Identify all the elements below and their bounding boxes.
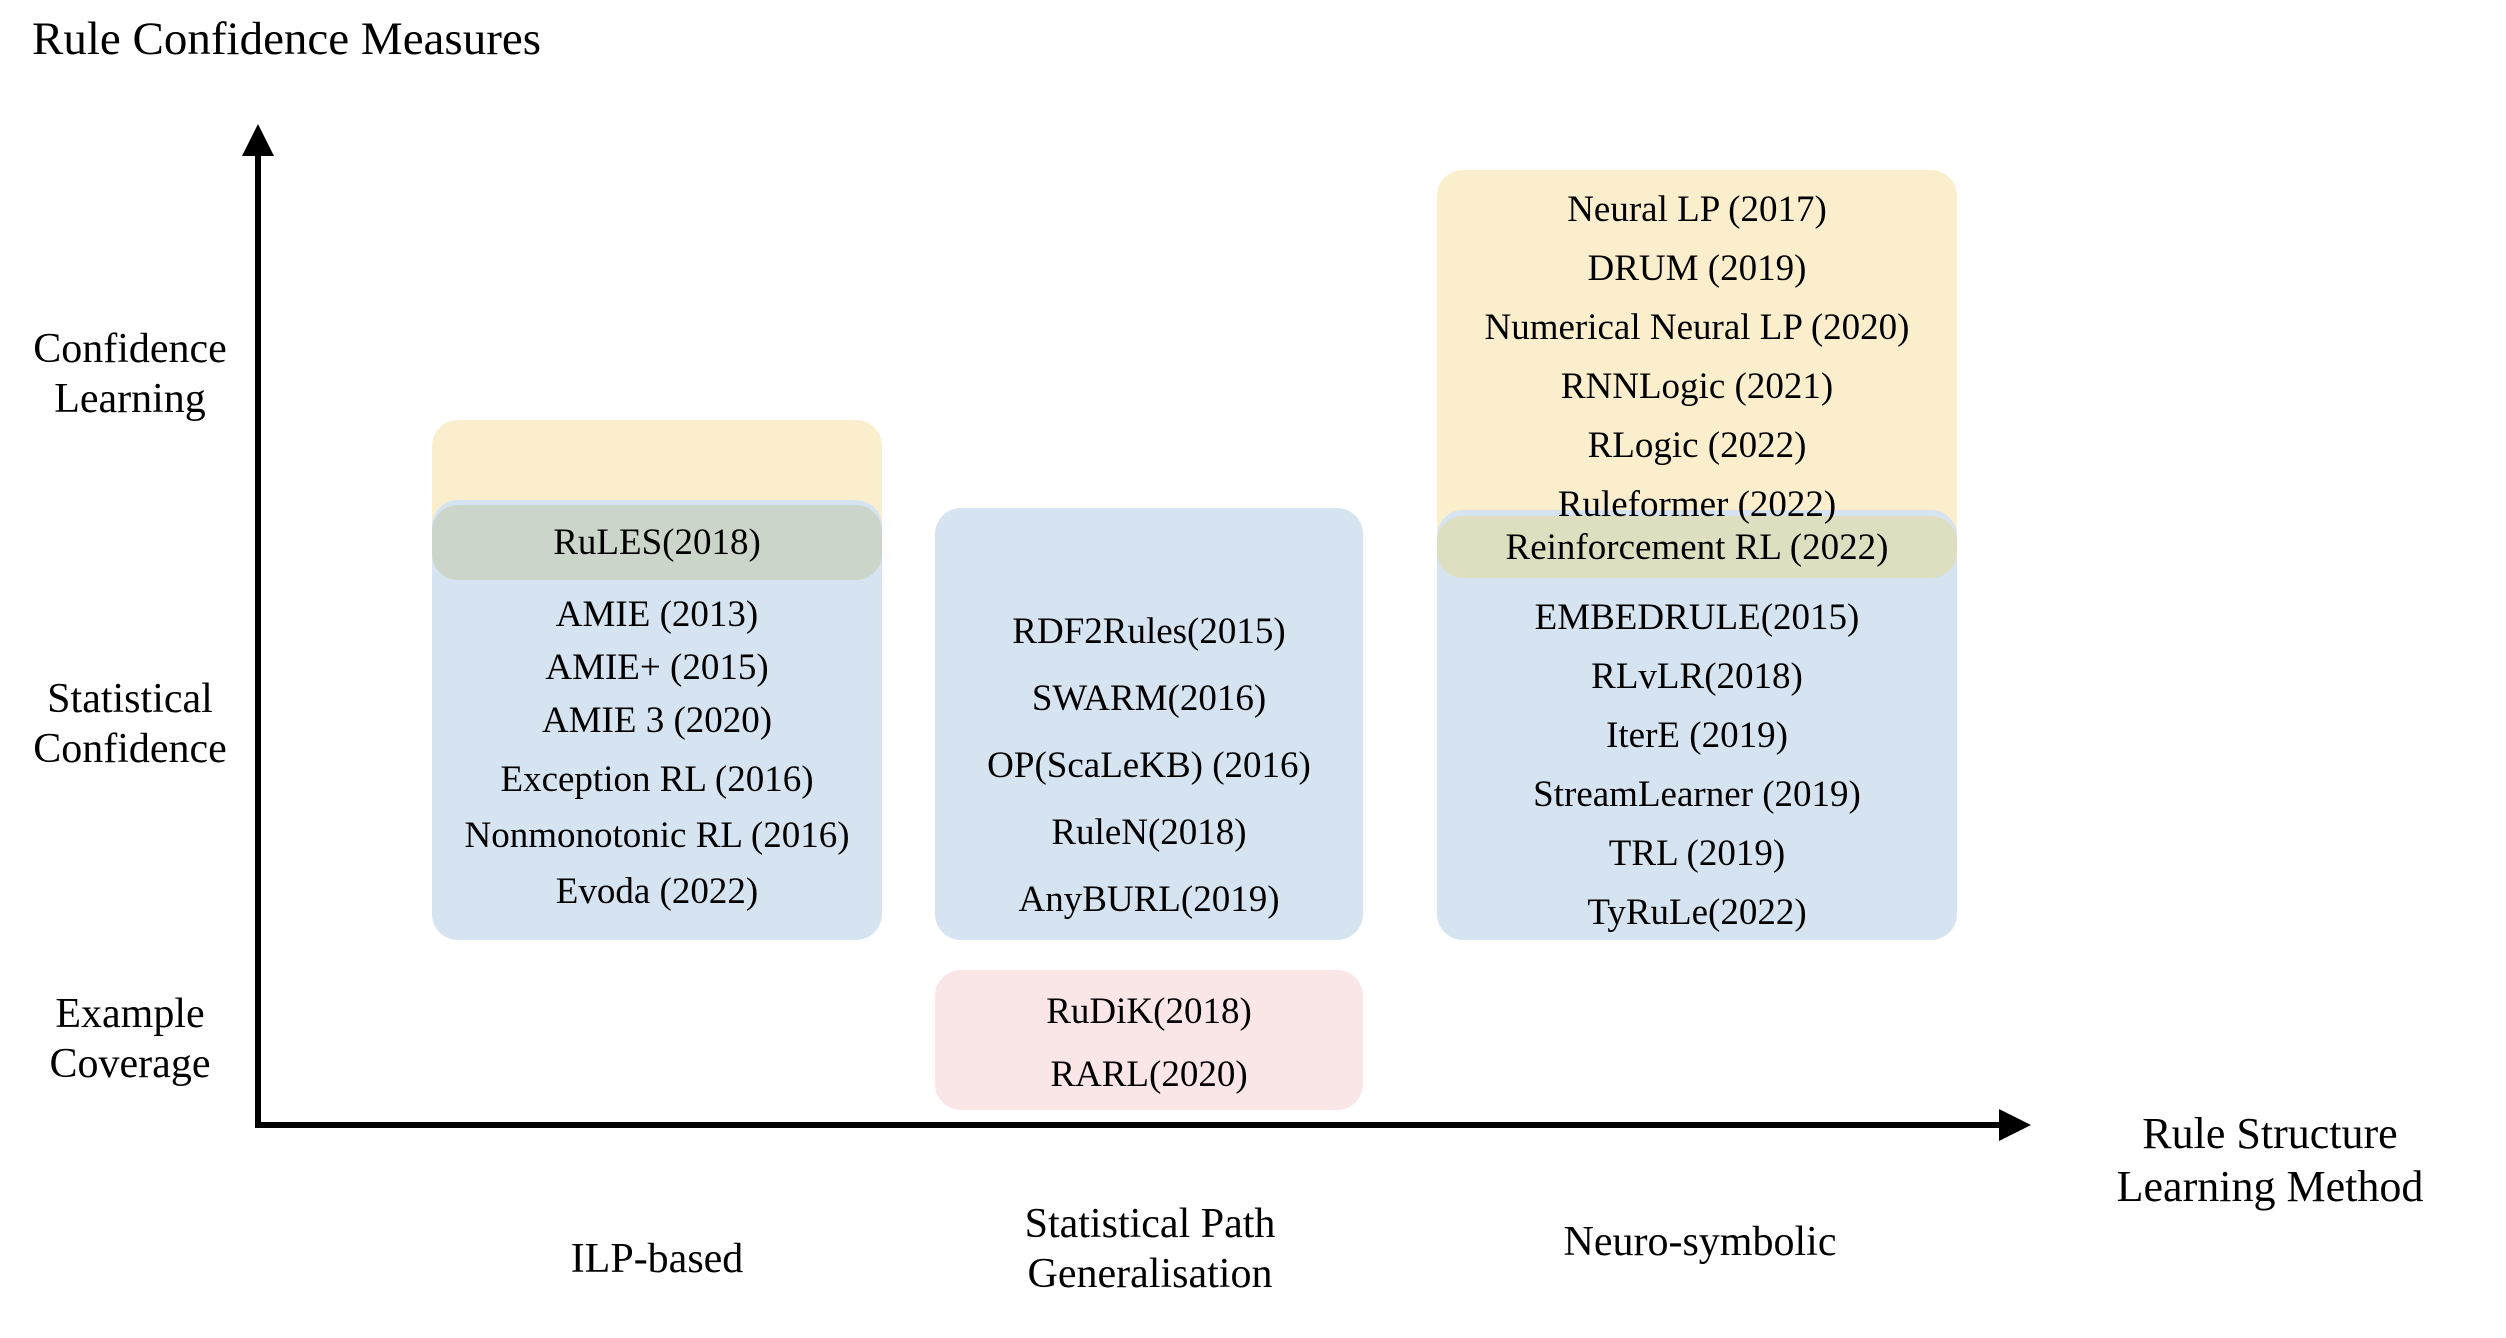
x-label-line1: Statistical Path <box>1024 1201 1276 1247</box>
list-item: RNNLogic (2021) <box>1560 366 1834 407</box>
cluster-box-spg-statistical-confidence <box>935 508 1363 940</box>
list-item: RuleN(2018) <box>1051 812 1247 853</box>
list-item: RLogic (2022) <box>1587 425 1807 466</box>
chart-title: Rule Confidence Measures <box>32 13 542 65</box>
list-item: SWARM(2016) <box>1031 678 1267 719</box>
y-axis-label-confidence-learning: Confidence Learning <box>10 325 250 424</box>
list-item: TRL (2019) <box>1608 833 1786 874</box>
list-item: EMBEDRULE(2015) <box>1534 597 1860 638</box>
list-item: AMIE+ (2015) <box>545 647 769 688</box>
list-item: Exception RL (2016) <box>500 759 814 800</box>
y-axis-label-example-coverage: Example Coverage <box>10 990 250 1089</box>
x-axis-label-neuro-symbolic: Neuro-symbolic <box>1445 1218 1955 1268</box>
list-item: AnyBURL(2019) <box>1018 879 1280 920</box>
cluster-items-neuro-confidence-learning: Neural LP (2017) DRUM (2019) Numerical N… <box>1437 180 1957 534</box>
y-label-line2: Coverage <box>49 1040 211 1087</box>
cluster-box-neuro-confidence-learning <box>1437 170 1957 570</box>
list-item: AMIE 3 (2020) <box>541 700 773 741</box>
list-item: RDF2Rules(2015) <box>1012 611 1286 652</box>
x-axis-label-statistical-path-generalisation: Statistical Path Generalisation <box>905 1200 1395 1299</box>
list-item: AMIE (2013) <box>555 594 759 635</box>
x-axis-title: Rule Structure Learning Method <box>2055 1108 2485 1214</box>
y-label-line2: Confidence <box>33 725 227 772</box>
x-axis-label-ilp-based: ILP-based <box>417 1235 897 1285</box>
overlap-band-neuro <box>1437 516 1957 578</box>
x-label-line1: Neuro-symbolic <box>1563 1219 1837 1265</box>
cluster-box-neuro-statistical-confidence <box>1437 510 1957 940</box>
cluster-items-spg-example-coverage: RuDiK(2018) RARL(2020) <box>935 980 1363 1106</box>
list-item: Nonmonotonic RL (2016) <box>464 815 850 856</box>
list-item: RARL(2020) <box>1050 1054 1248 1095</box>
cluster-items-ilp-statistical: AMIE (2013) AMIE+ (2015) AMIE 3 (2020) E… <box>432 588 882 918</box>
y-axis-line <box>255 148 261 1126</box>
x-axis-title-line2: Learning Method <box>2116 1161 2424 1211</box>
list-item: DRUM (2019) <box>1587 248 1807 289</box>
cluster-item-reinforcement-rl-2022: Reinforcement RL (2022) <box>1505 526 1889 568</box>
list-item: TyRuLe(2022) <box>1587 892 1807 933</box>
y-label-line2: Learning <box>54 375 206 422</box>
x-axis-title-line1: Rule Structure <box>2142 1109 2398 1158</box>
x-label-line2: Generalisation <box>1027 1250 1273 1297</box>
list-item: OP(ScaLeKB) (2016) <box>987 745 1311 786</box>
list-item: Numerical Neural LP (2020) <box>1484 307 1910 348</box>
list-item: IterE (2019) <box>1606 715 1788 756</box>
x-label-line1: ILP-based <box>570 1236 744 1282</box>
x-axis-arrowhead-icon <box>1999 1109 2031 1141</box>
list-item: Ruleformer (2022) <box>1557 484 1837 525</box>
list-item: Evoda (2022) <box>555 871 759 912</box>
list-item: RLvLR(2018) <box>1591 656 1803 697</box>
list-item: StreamLearner (2019) <box>1533 774 1861 815</box>
list-item: Neural LP (2017) <box>1567 189 1827 230</box>
cluster-items-neuro-statistical: EMBEDRULE(2015) RLvLR(2018) IterE (2019)… <box>1437 588 1957 942</box>
y-label-line1: Statistical <box>47 676 213 722</box>
overlap-band-ilp <box>432 505 882 580</box>
y-label-line1: Confidence <box>33 326 227 372</box>
y-axis-label-statistical-confidence: Statistical Confidence <box>10 675 250 774</box>
y-axis-arrowhead-icon <box>242 124 274 156</box>
y-label-line1: Example <box>55 991 205 1037</box>
list-item: RuDiK(2018) <box>1046 991 1252 1032</box>
cluster-items-spg-statistical: RDF2Rules(2015) SWARM(2016) OP(ScaLeKB) … <box>935 598 1363 933</box>
x-axis-line <box>255 1122 2007 1128</box>
cluster-box-spg-example-coverage <box>935 970 1363 1110</box>
cluster-item-rules-2018: RuLES(2018) <box>553 522 761 563</box>
